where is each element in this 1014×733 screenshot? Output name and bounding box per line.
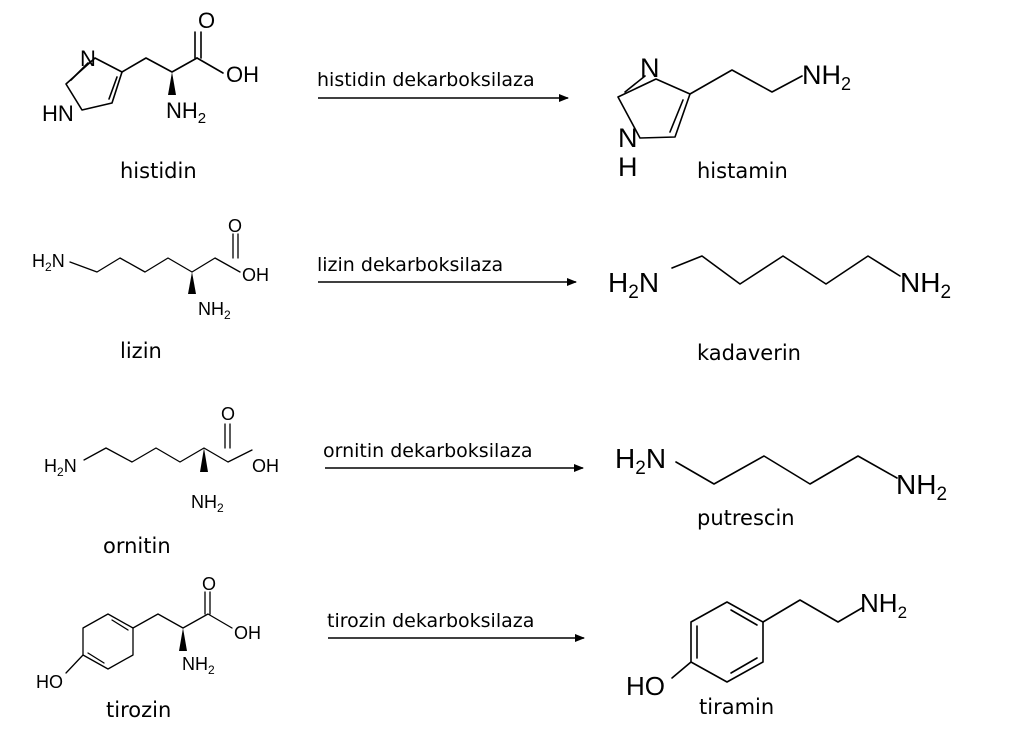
histidine-structure xyxy=(65,31,224,111)
atom-nh2: NH2 xyxy=(896,469,947,505)
substrate-name: ornitin xyxy=(103,534,171,558)
atom-oh: OH xyxy=(242,265,269,285)
histamine-structure xyxy=(617,69,803,139)
atom-n: N xyxy=(80,46,96,71)
lysine-structure xyxy=(69,233,241,294)
atom-h2n: H2N xyxy=(44,456,77,479)
atom-nh2: NH2 xyxy=(182,654,215,677)
tyrosine-structure xyxy=(65,591,233,674)
atom-ho: HO xyxy=(36,672,63,692)
ornithine-structure xyxy=(83,423,253,472)
tyramine-structure xyxy=(671,599,863,683)
enzyme-label: tirozin dekarboksilaza xyxy=(327,610,534,632)
atom-nh2: NH2 xyxy=(166,98,206,127)
atom-o: O xyxy=(221,404,235,424)
atom-oh: OH xyxy=(234,623,261,643)
atom-n: N xyxy=(640,53,660,83)
enzyme-label: histidin dekarboksilaza xyxy=(317,69,535,91)
product-name: putrescin xyxy=(697,506,795,530)
cadaverine-structure xyxy=(671,255,901,285)
atom-o: O xyxy=(202,574,216,594)
atom-nh2: NH2 xyxy=(198,299,231,322)
substrate-name: lizin xyxy=(120,339,162,363)
enzyme-label: lizin dekarboksilaza xyxy=(317,254,503,276)
product-name: histamin xyxy=(697,159,788,183)
atom-h2n: H2N xyxy=(32,251,65,274)
atom-h2n: H2N xyxy=(615,443,666,479)
atom-nh2: NH2 xyxy=(900,267,951,303)
atom-hn: HN xyxy=(42,101,74,126)
atom-nh2: NH2 xyxy=(860,588,907,622)
atom-oh: OH xyxy=(226,62,259,87)
atom-o: O xyxy=(198,8,215,33)
atom-nh2: NH2 xyxy=(191,492,224,515)
atom-n: N xyxy=(618,123,638,153)
putrescine-structure xyxy=(675,455,898,485)
atom-nh2: NH2 xyxy=(802,60,851,94)
product-name: kadaverin xyxy=(697,341,801,365)
enzyme-label: ornitin dekarboksilaza xyxy=(323,440,533,462)
atom-h: H xyxy=(618,152,638,182)
atom-oh: OH xyxy=(252,456,279,476)
atom-ho: HO xyxy=(626,671,665,701)
atom-h2n: H2N xyxy=(608,267,659,303)
substrate-name: tirozin xyxy=(106,698,171,722)
substrate-name: histidin xyxy=(120,159,197,183)
atom-o: O xyxy=(228,216,242,236)
product-name: tiramin xyxy=(699,695,774,719)
